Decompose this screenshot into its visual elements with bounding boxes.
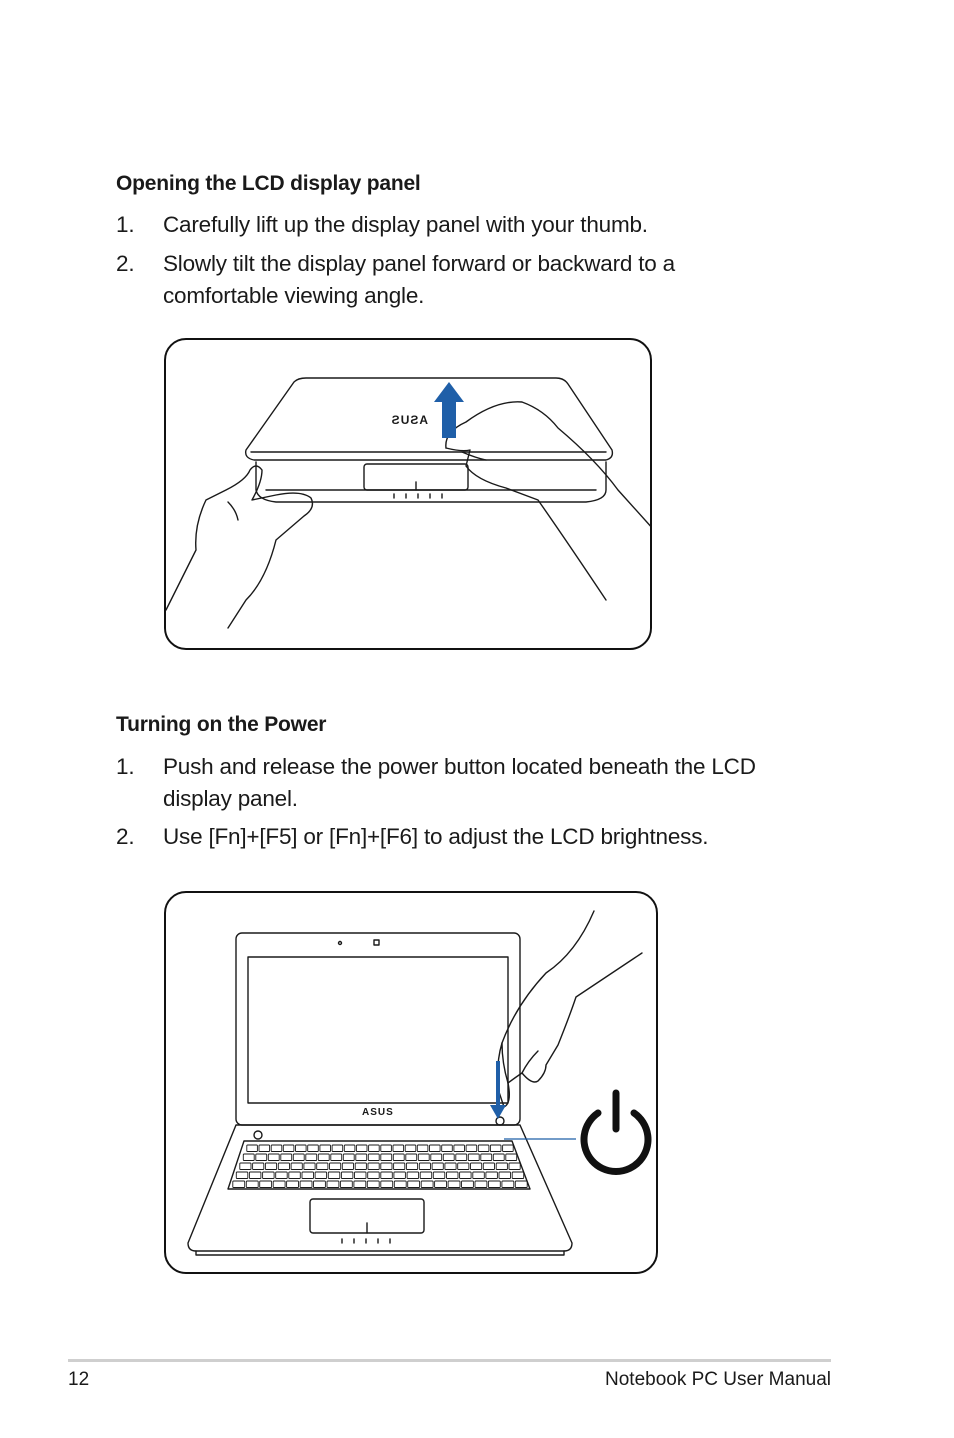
- power-on-drawing: ASUS: [187, 910, 652, 1256]
- keyboard-keys: [232, 1144, 528, 1188]
- step-item: 2. Slowly tilt the display panel forward…: [116, 248, 816, 314]
- step-text: Push and release the power button locate…: [163, 754, 756, 811]
- section-heading-opening-lcd: Opening the LCD display panel: [116, 172, 421, 195]
- power-icon: [580, 1089, 652, 1175]
- step-item: 1. Carefully lift up the display panel w…: [116, 209, 816, 243]
- step-text: Slowly tilt the display panel forward or…: [163, 251, 675, 308]
- step-item: 1. Push and release the power button loc…: [116, 751, 816, 817]
- step-number: 2.: [116, 824, 135, 849]
- step-number: 1.: [116, 212, 135, 237]
- page-number: 12: [68, 1369, 90, 1390]
- open-lid-drawing: ASUS: [166, 377, 650, 629]
- asus-logo: ASUS: [362, 1107, 394, 1118]
- figure-open-lid-illustration: ASUS: [164, 338, 652, 650]
- lift-arrow-icon: [434, 382, 464, 438]
- step-number: 1.: [116, 754, 135, 779]
- press-arrow-icon: [490, 1061, 506, 1119]
- manual-title: Notebook PC User Manual: [605, 1369, 831, 1390]
- step-text: Use [Fn]+[F5] or [Fn]+[F6] to adjust the…: [163, 824, 709, 849]
- step-number: 2.: [116, 251, 135, 276]
- step-text: Carefully lift up the display panel with…: [163, 212, 648, 237]
- footer-divider: [68, 1359, 831, 1362]
- step-item: 2. Use [Fn]+[F5] or [Fn]+[F6] to adjust …: [116, 821, 816, 855]
- section-heading-turning-on-power: Turning on the Power: [116, 713, 327, 736]
- figure-power-button-illustration: ASUS: [164, 891, 658, 1274]
- asus-logo: ASUS: [391, 413, 428, 427]
